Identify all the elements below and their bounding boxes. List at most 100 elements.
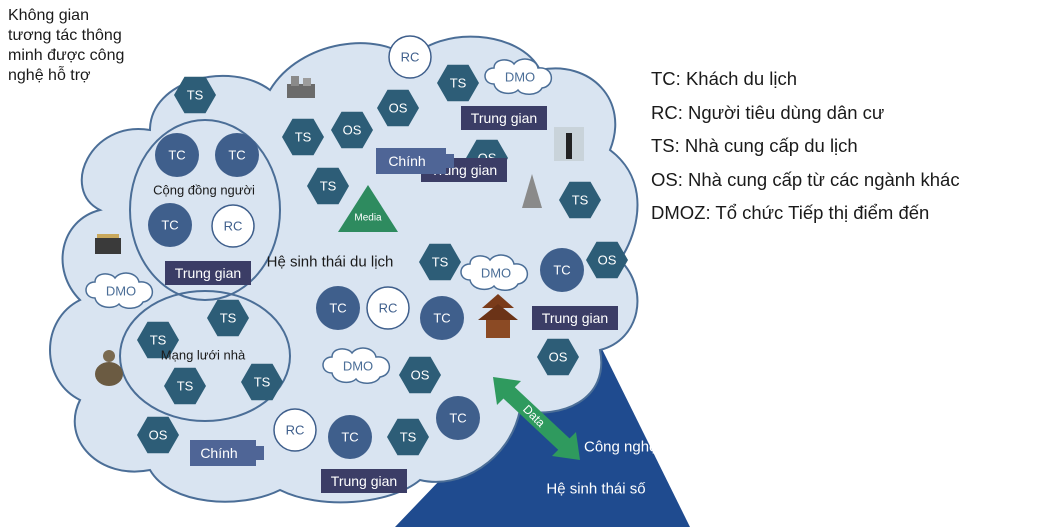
intermediary-box-text: Trung gian [331, 473, 397, 489]
intermediary-box [165, 261, 251, 285]
network-ellipse [119, 290, 291, 422]
tc-label: TC [449, 411, 466, 426]
os-label: OS [598, 253, 617, 268]
os-label: OS [389, 101, 408, 116]
intermediary-box-text: Trung gian [542, 310, 608, 326]
government-text: Chính [388, 153, 425, 169]
digital-ecosystem-wedge [395, 345, 690, 527]
government-box [190, 440, 256, 466]
smart-space-label: Không gian tương tác thông minh được côn… [8, 7, 125, 84]
os-label: OS [343, 123, 362, 138]
rc-label: RC [379, 301, 398, 316]
landmark-icon-buddha [95, 350, 123, 386]
dmo-label: DMO [505, 70, 535, 85]
ts-hexagon [307, 167, 349, 205]
os-hexagon [137, 416, 179, 454]
ts-label: TS [220, 311, 237, 326]
os-hexagon [399, 356, 441, 394]
government-box-tab [446, 154, 454, 168]
tc-label: TC [433, 311, 450, 326]
tc-label: TC [553, 263, 570, 278]
tc-circle [540, 248, 584, 292]
legend-item-os: OS: Nhà cung cấp từ các ngành khác [651, 168, 960, 190]
intermediary-box [461, 106, 547, 130]
landmark-icon-mosque [95, 234, 121, 254]
legend: TC: Khách du lịch RC: Người tiêu dùng dâ… [651, 62, 960, 230]
dmo-label: DMO [481, 266, 511, 281]
government-box-tab [256, 446, 264, 460]
ts-hexagon [419, 243, 461, 281]
os-label: OS [411, 368, 430, 383]
tc-circle [328, 415, 372, 459]
intermediary-box-text: Trung gian [175, 265, 241, 281]
rc-label: RC [401, 50, 420, 65]
media-label: Media [354, 213, 382, 224]
rc-circle [388, 35, 432, 79]
media-triangle [338, 185, 398, 232]
ts-label: TS [400, 430, 417, 445]
tc-label: TC [341, 430, 358, 445]
tc-circle [155, 133, 199, 177]
rc-circle [211, 204, 255, 248]
os-label: OS [149, 428, 168, 443]
tc-label: TC [168, 148, 185, 163]
intermediary-box [321, 469, 407, 493]
dmo-label: DMO [343, 359, 373, 374]
ts-label: TS [295, 130, 312, 145]
ts-hexagon [207, 299, 249, 337]
data-arrow-shaft [499, 383, 574, 454]
dmo-cloud [484, 58, 552, 95]
os-hexagon [537, 338, 579, 376]
tc-circle [316, 286, 360, 330]
rc-label: RC [286, 423, 305, 438]
rc-circle [366, 286, 410, 330]
dmo-cloud [460, 254, 528, 291]
ts-hexagon [437, 64, 479, 102]
dmo-cloud [322, 347, 390, 384]
ts-hexagon [174, 76, 216, 114]
tc-label: TC [329, 301, 346, 316]
landmark-icon-eiffel [522, 174, 542, 208]
ts-label: TS [254, 375, 271, 390]
ts-hexagon [241, 363, 283, 401]
digital-ecosystem-label: Hệ sinh thái số [546, 481, 646, 498]
ts-label: TS [177, 379, 194, 394]
landmark-icon-city [287, 76, 315, 98]
landmark-icon-pagoda [478, 294, 518, 338]
tc-circle [215, 133, 259, 177]
tc-circle [436, 396, 480, 440]
ts-hexagon [282, 118, 324, 156]
ts-label: TS [187, 88, 204, 103]
os-hexagon [586, 241, 628, 279]
data-arrow-head-top [493, 377, 521, 405]
ts-label: TS [320, 179, 337, 194]
tc-circle [420, 296, 464, 340]
community-ellipse [129, 119, 281, 301]
os-hexagon [377, 89, 419, 127]
community-caption: Cộng đồng người [153, 183, 255, 198]
network-caption: Mạng lưới nhà [161, 348, 246, 363]
legend-item-tc: TC: Khách du lịch [651, 68, 798, 89]
ts-label: TS [450, 76, 467, 91]
intermediary-box [532, 306, 618, 330]
tc-label: TC [228, 148, 245, 163]
os-hexagon [331, 111, 373, 149]
ts-label: TS [432, 255, 449, 270]
data-arrow-head-bottom [552, 432, 580, 460]
dmo-label: DMO [106, 284, 136, 299]
rc-circle [273, 408, 317, 452]
government-text: Chính [200, 445, 237, 461]
ts-label: TS [572, 193, 589, 208]
landmark-icon-lighthouse [554, 127, 584, 161]
ts-hexagon [164, 367, 206, 405]
ts-hexagon [559, 181, 601, 219]
os-label: OS [549, 350, 568, 365]
ts-hexagon [387, 418, 429, 456]
tourism-ecosystem-caption: Hệ sinh thái du lịch [267, 254, 394, 271]
intermediary-box-text: Trung gian [471, 110, 537, 126]
tc-circle [148, 203, 192, 247]
rc-label: RC [224, 219, 243, 234]
tc-label: TC [161, 218, 178, 233]
dmo-cloud [85, 272, 153, 309]
government-box [376, 148, 446, 174]
